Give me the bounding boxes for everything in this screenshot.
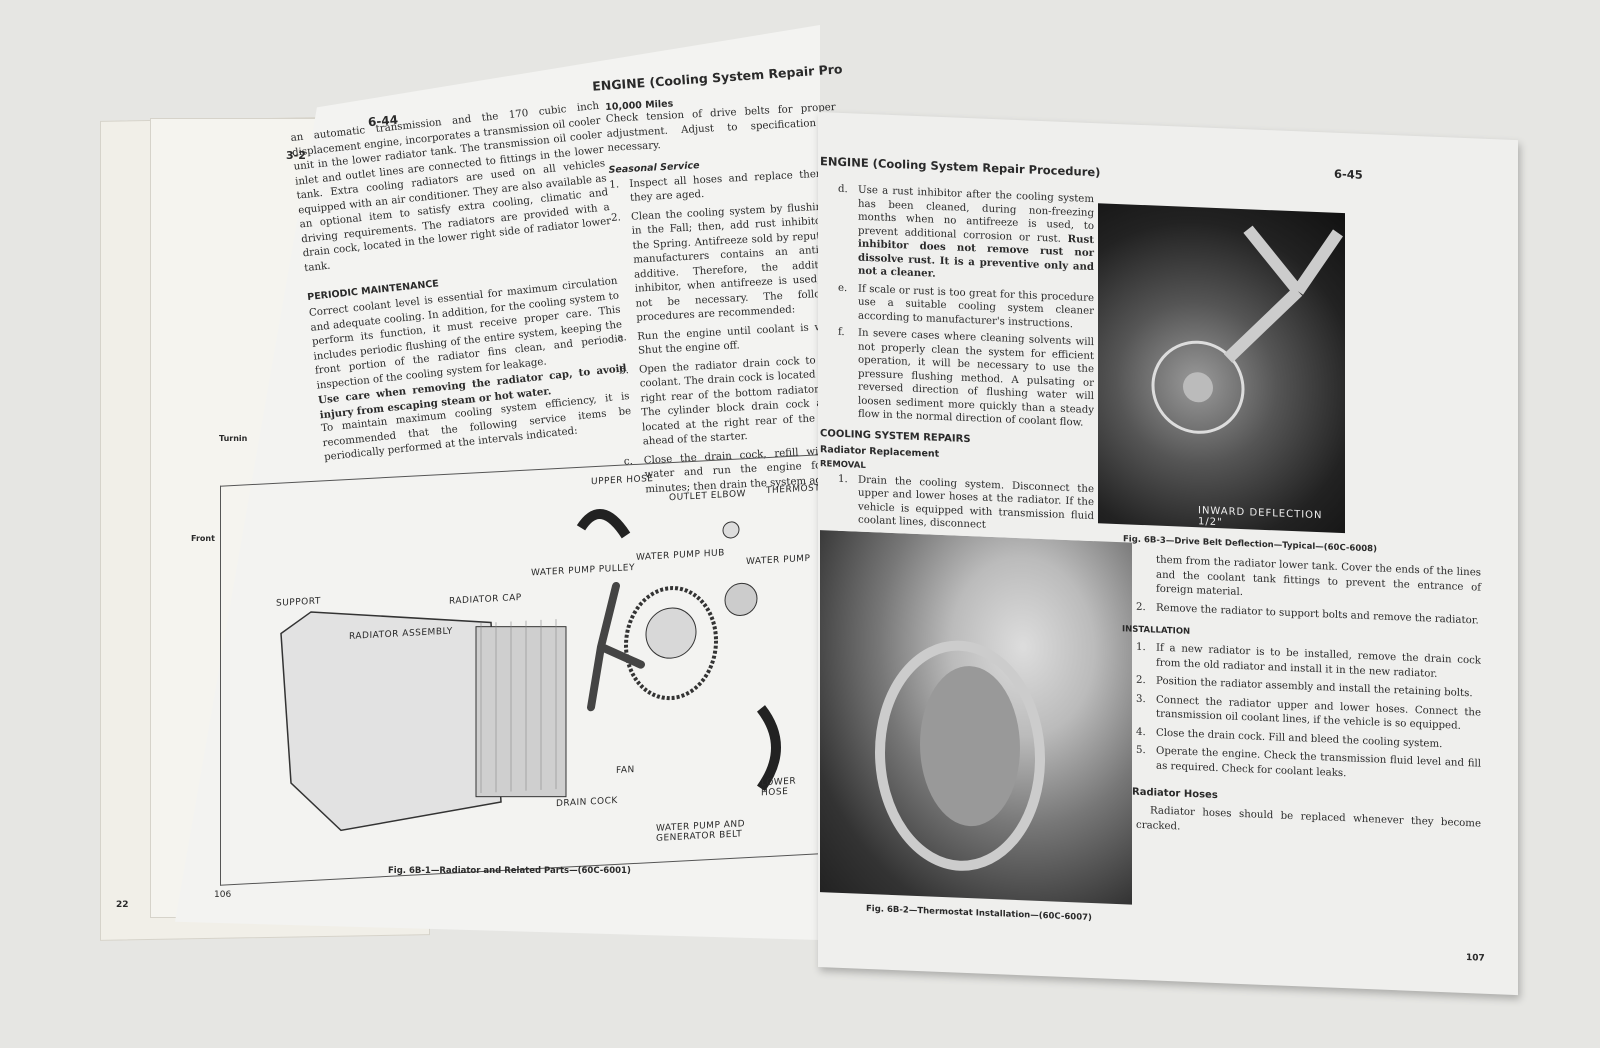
intro-paragraph: an automatic transmission and the 170 cu…	[290, 100, 612, 274]
label-fan: FAN	[616, 764, 635, 776]
under-page-fragment: Turnin	[219, 434, 248, 443]
right-section-number: 6-45	[1334, 166, 1363, 182]
left-column-1: an automatic transmission and the 170 cu…	[290, 100, 633, 466]
list-item: d.Use a rust inhibitor after the cooling…	[838, 183, 1094, 280]
radiator-diagram: UPPER HOSE OUTLET ELBOW THERMOSTAT WATER…	[220, 454, 832, 886]
fig-6b2-caption: Fig. 6B-2—Thermostat Installation—(60C-6…	[866, 903, 1092, 924]
under-page-header: 3-2	[286, 149, 306, 162]
drive-belt-photo: INWARD DEFLECTION 1/2"	[1098, 203, 1345, 534]
right-page-header: ENGINE (Cooling System Repair Procedure)	[820, 154, 1101, 180]
belt-illustration	[1151, 225, 1343, 434]
left-page-header: ENGINE (Cooling System Repair Pro	[591, 61, 843, 94]
right-column-1: d.Use a rust inhibitor after the cooling…	[820, 182, 1094, 541]
label-lower-hose: LOWER HOSE	[761, 776, 797, 799]
seasonal-item: 2.Clean the cooling system by flushing i…	[610, 200, 846, 324]
right-column-2: them from the radiator lower tank. Cover…	[1122, 553, 1481, 847]
right-page-number: 107	[1466, 953, 1485, 964]
list-item: f.In severe cases where cleaning solvent…	[838, 326, 1094, 429]
left-page-content: ENGINE (Cooling System Repair Pro 6-44 a…	[200, 40, 855, 920]
under-page-number: 22	[116, 900, 129, 910]
radiator-illustration	[280, 509, 781, 832]
deflection-label: INWARD DEFLECTION 1/2"	[1198, 505, 1323, 529]
left-page-number: 106	[214, 890, 232, 900]
list-item: e.If scale or rust is too great for this…	[838, 282, 1094, 330]
hoses-text: Radiator hoses should be replaced whenev…	[1136, 805, 1481, 833]
list-item: 1.Drain the cooling system. Disconnect t…	[838, 473, 1094, 531]
thermostat-illustration	[875, 640, 1045, 871]
under-page-fragment: Front	[191, 534, 215, 543]
thermostat-photo	[820, 530, 1132, 905]
fig-6b3-caption: Fig. 6B-3—Drive Belt Deflection—Typical—…	[1123, 534, 1377, 555]
right-page: ENGINE (Cooling System Repair Procedure)…	[818, 112, 1518, 996]
fig-6b1-caption: Fig. 6B-1—Radiator and Related Parts—(60…	[388, 866, 631, 876]
